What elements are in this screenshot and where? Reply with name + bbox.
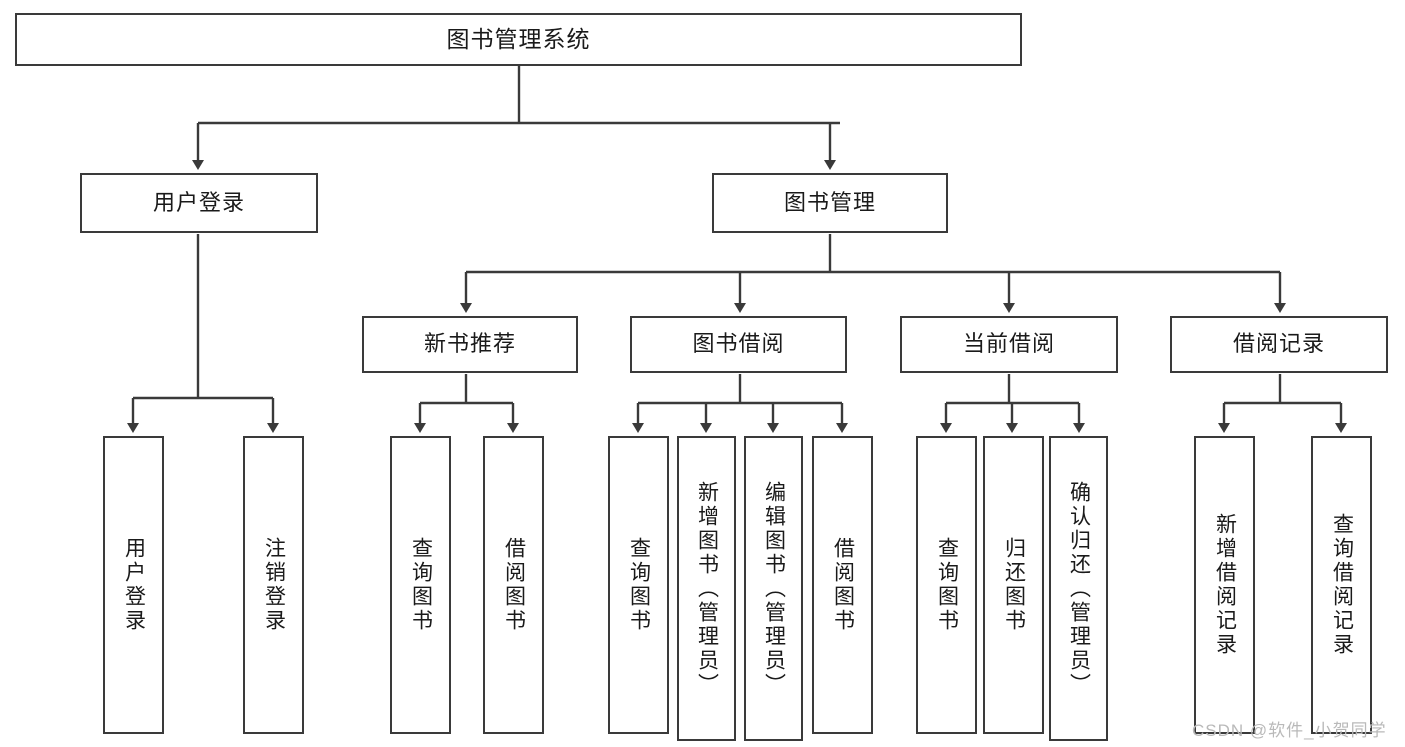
node-label: 新增借阅记录 — [1213, 513, 1237, 657]
node-user-login[interactable]: 用户登录 — [80, 173, 318, 233]
leaf-return-book[interactable]: 归还图书 — [983, 436, 1044, 734]
node-book-borrow[interactable]: 图书借阅 — [630, 316, 847, 373]
node-label: 注销登录 — [262, 537, 286, 633]
leaf-query-book-borrow[interactable]: 查询图书 — [608, 436, 669, 734]
leaf-query-borrow-record[interactable]: 查询借阅记录 — [1311, 436, 1372, 734]
node-label: 用户登录 — [122, 537, 146, 633]
node-label: 图书管理 — [783, 189, 876, 215]
node-label: 确认归还（管理员） — [1067, 480, 1091, 697]
node-label: 借阅图书 — [502, 537, 526, 633]
node-label: 图书管理系统 — [446, 25, 591, 52]
leaf-add-borrow-record[interactable]: 新增借阅记录 — [1194, 436, 1255, 734]
node-label: 编辑图书（管理员） — [762, 480, 786, 697]
node-label: 图书借阅 — [692, 331, 785, 357]
leaf-user-login[interactable]: 用户登录 — [103, 436, 164, 734]
node-root-system[interactable]: 图书管理系统 — [15, 13, 1022, 66]
leaf-logout[interactable]: 注销登录 — [243, 436, 304, 734]
leaf-borrow-book[interactable]: 借阅图书 — [812, 436, 873, 734]
node-label: 查询图书 — [935, 537, 959, 633]
node-label: 查询图书 — [409, 537, 433, 633]
node-label: 当前借阅 — [962, 331, 1055, 357]
leaf-borrow-book-recommend[interactable]: 借阅图书 — [483, 436, 544, 734]
node-borrow-records[interactable]: 借阅记录 — [1170, 316, 1388, 373]
node-label: 借阅图书 — [831, 537, 855, 633]
watermark-text: CSDN @软件_小贺同学 — [1192, 721, 1387, 740]
node-label: 新增图书（管理员） — [695, 480, 719, 697]
node-label: 查询借阅记录 — [1330, 513, 1354, 657]
node-label: 借阅记录 — [1232, 331, 1325, 357]
leaf-query-book-current[interactable]: 查询图书 — [916, 436, 977, 734]
node-current-borrow[interactable]: 当前借阅 — [900, 316, 1118, 373]
leaf-edit-book-admin[interactable]: 编辑图书（管理员） — [744, 436, 803, 741]
node-new-book-recommend[interactable]: 新书推荐 — [362, 316, 578, 373]
node-label: 归还图书 — [1002, 537, 1026, 633]
leaf-query-book-recommend[interactable]: 查询图书 — [390, 436, 451, 734]
node-book-management[interactable]: 图书管理 — [712, 173, 948, 233]
leaf-add-book-admin[interactable]: 新增图书（管理员） — [677, 436, 736, 741]
node-label: 用户登录 — [152, 189, 245, 215]
node-label: 查询图书 — [627, 537, 651, 633]
node-label: 新书推荐 — [423, 331, 516, 357]
leaf-confirm-return-admin[interactable]: 确认归还（管理员） — [1049, 436, 1108, 741]
